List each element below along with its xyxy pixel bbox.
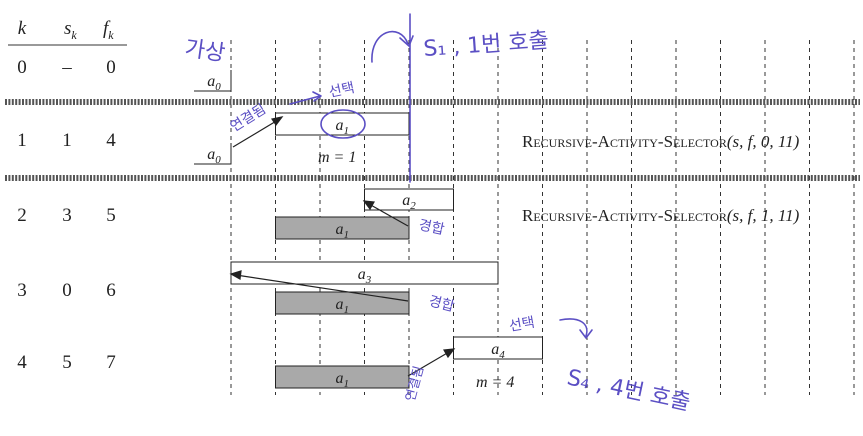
hand-select1: 선택: [328, 80, 357, 101]
hand-conflict3: 경합: [427, 293, 456, 315]
table-row-2: 2 3 5: [17, 205, 116, 226]
hand-circle-a1: [320, 109, 366, 139]
row3-s: 0: [62, 280, 72, 301]
activity-a1-row4: [275, 365, 410, 389]
hand-arrowhead-a4: [579, 329, 593, 339]
hand-curve-arrowhead: [399, 35, 414, 47]
hand-conflict2: 경합: [417, 217, 446, 238]
printed-arrows: [229, 116, 456, 377]
call-row1-name: Recursive-Activity-Selector: [522, 132, 727, 151]
header-f: fk: [103, 18, 114, 42]
arrow-a0-a1: [232, 116, 284, 148]
hand-s1-return: S₁ , 1번 호출: [423, 28, 550, 62]
call-row1: Recursive-Activity-Selector(s, f, 0, 11): [522, 132, 800, 151]
row1-s: 1: [62, 130, 72, 151]
arrow-a1-a4: [407, 348, 456, 377]
arrow-a1-a2: [362, 200, 409, 227]
activity-a2-row2: [364, 188, 454, 211]
row-separators: [5, 99, 860, 181]
activity-a4-row4: [453, 336, 543, 360]
hand-virtual: 가상: [183, 36, 227, 66]
row1-f: 4: [106, 130, 116, 151]
hand-s4-return: S₄ , 4번 호출: [565, 365, 693, 416]
call-row1-args: (s, f, 0, 11): [727, 132, 800, 151]
activity-a1-row3: [275, 291, 410, 315]
table-header: k sk fk: [8, 18, 127, 46]
table-row-1: 1 1 4: [17, 130, 116, 151]
row1-k: 1: [17, 130, 27, 151]
row2-k: 2: [17, 205, 27, 226]
table-row-3: 3 0 6: [17, 280, 116, 301]
row0-f: 0: [106, 57, 116, 78]
table-row-0: 0 – 0: [17, 57, 116, 78]
hand-arrow-select1: [289, 95, 321, 105]
call-row2-name: Recursive-Activity-Selector: [522, 206, 727, 225]
hand-arrow-a4: [559, 318, 588, 337]
hand-compare1: 연결됨: [228, 101, 269, 135]
row3-k: 3: [17, 280, 27, 301]
activity-a0-row1-label: a0: [207, 146, 221, 166]
m-label-row1: m = 1: [318, 149, 356, 166]
hand-curve-arrow: [371, 30, 409, 63]
activity-a0-top: [194, 70, 232, 92]
row0-k: 0: [17, 57, 27, 78]
activity-a0-row1: [194, 143, 232, 165]
activity-a0-top-label: a0: [207, 73, 221, 93]
call-row2-args: (s, f, 1, 11): [727, 206, 800, 225]
header-s: sk: [64, 18, 77, 42]
arrow-a1-a3: [229, 270, 409, 302]
hand-select4: 선택: [508, 315, 536, 335]
table-row-4: 4 5 7: [17, 352, 116, 373]
row4-k: 4: [17, 352, 27, 373]
m-label-row4: m = 4: [476, 374, 514, 391]
row2-s: 3: [62, 205, 72, 226]
header-k: k: [18, 18, 27, 39]
row3-f: 6: [106, 280, 116, 301]
row4-f: 7: [106, 352, 116, 373]
row4-s: 5: [62, 352, 72, 373]
call-row2: Recursive-Activity-Selector(s, f, 1, 11): [522, 206, 800, 225]
activity-a1-row2: [275, 216, 410, 240]
row2-f: 5: [106, 205, 116, 226]
row0-s: –: [61, 57, 72, 78]
activity-a3-row3: [230, 261, 499, 285]
hand-arrowhead-select1: [312, 91, 322, 102]
